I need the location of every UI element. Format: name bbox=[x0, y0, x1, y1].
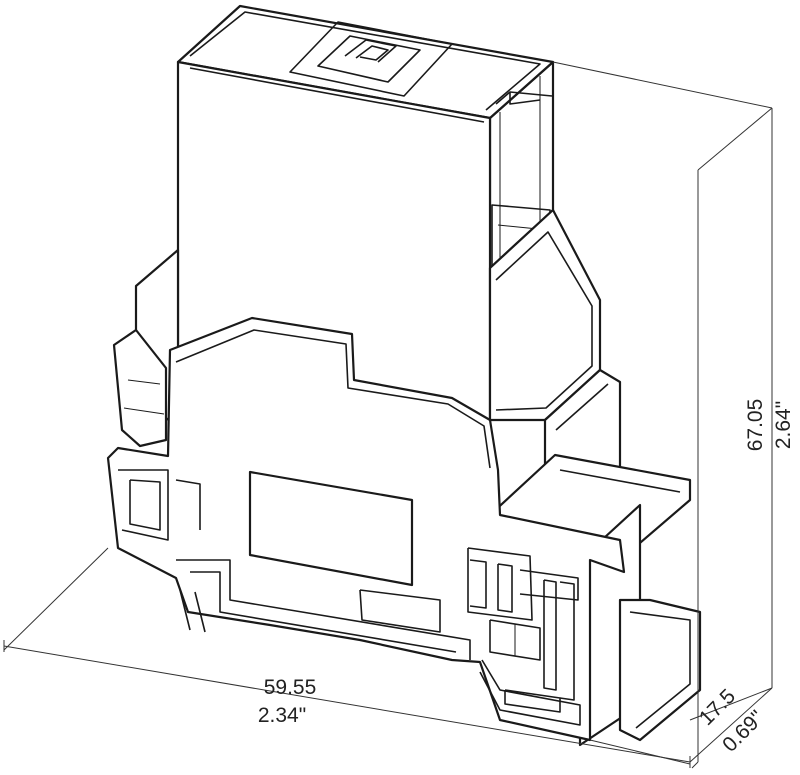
left-latch bbox=[112, 248, 180, 448]
width-dimension-line bbox=[3, 645, 691, 763]
height-inch-label: 2.64" bbox=[772, 401, 795, 449]
label-window bbox=[248, 470, 414, 587]
width-inch-label: 2.34" bbox=[258, 704, 306, 727]
width-mm-label: 59.55 bbox=[264, 676, 317, 699]
depth-dimension-line bbox=[689, 687, 773, 763]
height-mm-label: 67.05 bbox=[744, 399, 767, 452]
dimension-lines bbox=[3, 61, 773, 769]
base-body bbox=[106, 316, 702, 747]
lock-symbol-icon bbox=[344, 39, 397, 63]
